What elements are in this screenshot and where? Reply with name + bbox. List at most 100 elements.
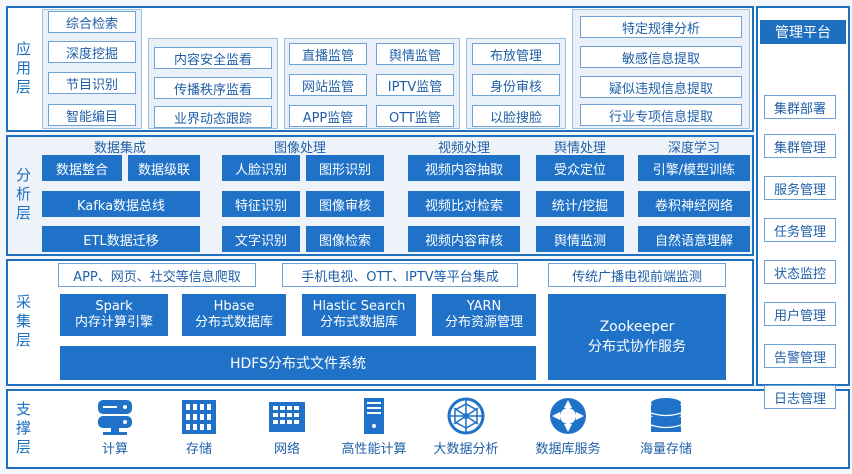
app-item-ott-supervision[interactable]: OTT监管 (376, 105, 454, 127)
support-label-compute: 计算 (101, 442, 128, 457)
support-item-mass-storage[interactable]: 海量存储 (626, 396, 706, 457)
analysis-item-cnn[interactable]: 卷积神经网络 (638, 191, 750, 217)
analysis-group-title-opinion: 舆情处理 (553, 141, 606, 156)
zookeeper-desc: 分布式协作服务 (588, 339, 686, 355)
app-item-opinion-supervision[interactable]: 舆情监管 (376, 43, 454, 65)
app-item-deployment-management[interactable]: 布放管理 (472, 43, 560, 65)
analysis-item-etl-migration[interactable]: ETL数据迁移 (42, 226, 200, 252)
app-item-industry-tracking[interactable]: 业界动态跟踪 (154, 106, 272, 128)
app-item-violation-info[interactable]: 疑似违规信息提取 (580, 76, 742, 98)
support-layer-label: 支撑层 (8, 391, 38, 467)
analysis-item-data-cascade[interactable]: 数据级联 (128, 155, 200, 181)
hpc-icon (364, 398, 384, 434)
support-item-storage[interactable]: 存储 (176, 396, 222, 457)
collection-layer-label: 采集层 (8, 261, 38, 384)
yarn-desc: 分布资源管理 (444, 315, 523, 330)
collect-item-broadcast-monitoring[interactable]: 传统广播电视前端监测 (548, 263, 726, 287)
analysis-group-title-video-processing: 视频处理 (437, 141, 490, 156)
app-item-iptv-supervision[interactable]: IPTV监管 (376, 74, 454, 96)
mass-storage-icon (650, 398, 682, 432)
collect-engine-yarn[interactable]: YARN 分布资源管理 (432, 294, 536, 336)
analysis-item-nlu[interactable]: 自然语意理解 (638, 226, 750, 252)
zookeeper-name: Zookeeper (599, 319, 675, 335)
app-item-sensitive-info[interactable]: 敏感信息提取 (580, 46, 742, 68)
network-icon (269, 402, 305, 432)
analysis-item-face-recognition[interactable]: 人脸识别 (222, 155, 300, 181)
application-layer-title: 应用层 (14, 40, 32, 98)
mgmt-item-alert-manage[interactable]: 告警管理 (764, 344, 836, 368)
analysis-item-graphic-recognition[interactable]: 图形识别 (306, 155, 384, 181)
server-icon (98, 400, 132, 435)
analysis-item-video-compare[interactable]: 视频比对检索 (408, 191, 520, 217)
app-item-comprehensive-search[interactable]: 综合检索 (48, 11, 136, 33)
analysis-group-title-data-integration: 数据集成 (93, 141, 146, 156)
analysis-item-video-extraction[interactable]: 视频内容抽取 (408, 155, 520, 181)
support-label-storage: 存储 (185, 442, 212, 457)
analysis-item-image-audit[interactable]: 图像审核 (306, 191, 384, 217)
app-item-face-search[interactable]: 以脸搜脸 (472, 105, 560, 127)
app-item-app-supervision[interactable]: APP监管 (289, 105, 367, 127)
management-platform-title: 管理平台 (760, 20, 846, 44)
app-item-live-supervision[interactable]: 直播监管 (289, 43, 367, 65)
mgmt-item-cluster-manage[interactable]: 集群管理 (764, 134, 836, 158)
hlastic-desc: 分布式数据库 (319, 315, 398, 330)
mgmt-item-task-manage[interactable]: 任务管理 (764, 218, 836, 242)
analysis-item-text-recognition[interactable]: 文字识别 (222, 226, 300, 252)
analysis-item-engine-training[interactable]: 引擎/模型训练 (638, 155, 750, 181)
app-item-content-security[interactable]: 内容安全监看 (154, 47, 272, 69)
analysis-group-title-deep-learning: 深度学习 (667, 141, 720, 156)
app-item-identity-audit[interactable]: 身份审核 (472, 74, 560, 96)
analysis-layer-label: 分析层 (8, 137, 38, 254)
analysis-group-title-image-processing: 图像处理 (273, 141, 326, 156)
mgmt-item-status-monitor[interactable]: 状态监控 (764, 260, 836, 284)
analysis-item-feature-recognition[interactable]: 特征识别 (222, 191, 300, 217)
storage-icon (182, 400, 216, 434)
support-item-database-service[interactable]: 数据库服务 (528, 396, 608, 457)
collect-engine-spark[interactable]: Spark 内存计算引擎 (60, 294, 168, 336)
collect-item-web-crawl[interactable]: APP、网页、社交等信息爬取 (58, 263, 256, 287)
collect-hdfs[interactable]: HDFS分布式文件系统 (60, 346, 536, 380)
support-label-mass-storage: 海量存储 (639, 442, 692, 457)
spark-name: Spark (95, 299, 133, 314)
hbase-desc: 分布式数据库 (194, 315, 273, 330)
app-item-deep-mining[interactable]: 深度挖掘 (48, 41, 136, 63)
support-item-bigdata[interactable]: 大数据分析 (426, 396, 506, 457)
support-item-network[interactable]: 网络 (264, 396, 310, 457)
analysis-item-image-search[interactable]: 图像检索 (306, 226, 384, 252)
mgmt-item-cluster-deploy[interactable]: 集群部署 (764, 95, 836, 119)
support-label-database-service: 数据库服务 (535, 442, 601, 457)
analysis-item-opinion-monitoring[interactable]: 舆情监测 (536, 226, 624, 252)
yarn-name: YARN (466, 299, 502, 314)
collection-layer-title: 采集层 (14, 294, 32, 351)
mgmt-item-user-manage[interactable]: 用户管理 (764, 302, 836, 326)
mgmt-item-service-manage[interactable]: 服务管理 (764, 176, 836, 200)
mgmt-item-log-manage[interactable]: 日志管理 (764, 385, 836, 409)
app-item-propagation-order[interactable]: 传播秩序监看 (154, 77, 272, 99)
analysis-item-video-audit[interactable]: 视频内容审核 (408, 226, 520, 252)
support-layer (6, 389, 850, 469)
hlastic-name: Hlastic Search (312, 299, 406, 314)
support-item-hpc[interactable]: 高性能计算 (334, 396, 414, 457)
app-item-program-recognition[interactable]: 节目识别 (48, 72, 136, 94)
support-item-compute[interactable]: 计算 (92, 396, 138, 457)
support-label-bigdata: 大数据分析 (433, 442, 499, 457)
analysis-item-stats-mining[interactable]: 统计/挖掘 (536, 191, 624, 217)
collect-zookeeper[interactable]: Zookeeper 分布式协作服务 (548, 294, 726, 380)
hbase-name: Hbase (213, 299, 255, 314)
database-service-icon (550, 398, 586, 434)
app-item-smart-cataloging[interactable]: 智能编目 (48, 104, 136, 126)
application-layer-label: 应用层 (8, 8, 38, 130)
spark-desc: 内存计算引擎 (74, 315, 153, 330)
app-item-industry-special-info[interactable]: 行业专项信息提取 (580, 104, 742, 126)
support-label-hpc: 高性能计算 (341, 442, 407, 457)
app-item-pattern-analysis[interactable]: 特定规律分析 (580, 16, 742, 38)
app-item-website-supervision[interactable]: 网站监管 (289, 74, 367, 96)
analysis-layer-title: 分析层 (14, 167, 32, 224)
analysis-item-audience-targeting[interactable]: 受众定位 (536, 155, 624, 181)
collect-engine-hlastic-search[interactable]: Hlastic Search 分布式数据库 (302, 294, 416, 336)
support-layer-title: 支撑层 (14, 400, 32, 458)
collect-item-platform-integration[interactable]: 手机电视、OTT、IPTV等平台集成 (282, 263, 518, 287)
analysis-item-data-consolidation[interactable]: 数据整合 (42, 155, 122, 181)
analysis-item-kafka-bus[interactable]: Kafka数据总线 (42, 191, 200, 217)
collect-engine-hbase[interactable]: Hbase 分布式数据库 (182, 294, 286, 336)
